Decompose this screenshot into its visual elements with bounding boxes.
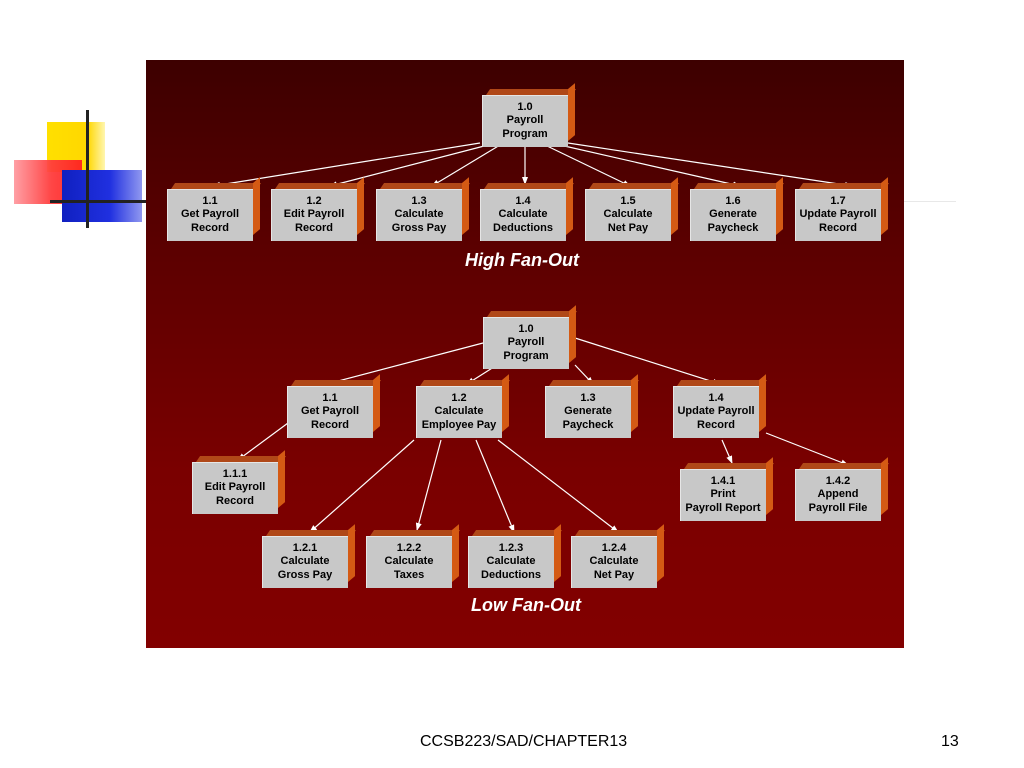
lfo-node-1-2-1: 1.2.1 Calculate Gross Pay: [262, 536, 348, 588]
caption-high-fan-out: High Fan-Out: [465, 250, 579, 270]
footer-page-number: 13: [941, 733, 959, 750]
hfo-node-1-5: 1.5 Calculate Net Pay: [585, 189, 671, 241]
lfo-node-1-4: 1.4 Update Payroll Record: [673, 386, 759, 438]
logo-horizontal-line: [50, 200, 146, 203]
logo-vertical-line: [86, 110, 89, 228]
lfo-node-1-3: 1.3 Generate Paycheck: [545, 386, 631, 438]
hfo-node-1-3: 1.3 Calculate Gross Pay: [376, 189, 462, 241]
lfo-node-1-1: 1.1 Get Payroll Record: [287, 386, 373, 438]
footer-course-label: CCSB223/SAD/CHAPTER13: [420, 733, 628, 750]
hfo-node-1-4: 1.4 Calculate Deductions: [480, 189, 566, 241]
lfo-node-1-4-1: 1.4.1 Print Payroll Report: [680, 469, 766, 521]
lfo-node-1-1-1: 1.1.1 Edit Payroll Record: [192, 462, 278, 514]
lfo-node-1-2-4: 1.2.4 Calculate Net Pay: [571, 536, 657, 588]
lfo-node-1-2-2: 1.2.2 Calculate Taxes: [366, 536, 452, 588]
lfo-node-1-0: 1.0 Payroll Program: [483, 317, 569, 369]
hfo-node-1-0: 1.0 Payroll Program: [482, 95, 568, 147]
lfo-node-1-2: 1.2 Calculate Employee Pay: [416, 386, 502, 438]
lfo-node-1-4-2: 1.4.2 Append Payroll File: [795, 469, 881, 521]
hfo-node-1-1: 1.1 Get Payroll Record: [167, 189, 253, 241]
logo-blue-square: [62, 170, 142, 222]
hfo-node-1-7: 1.7 Update Payroll Record: [795, 189, 881, 241]
hfo-node-1-2: 1.2 Edit Payroll Record: [271, 189, 357, 241]
hfo-node-1-6: 1.6 Generate Paycheck: [690, 189, 776, 241]
lfo-node-1-2-3: 1.2.3 Calculate Deductions: [468, 536, 554, 588]
caption-low-fan-out: Low Fan-Out: [471, 595, 581, 615]
